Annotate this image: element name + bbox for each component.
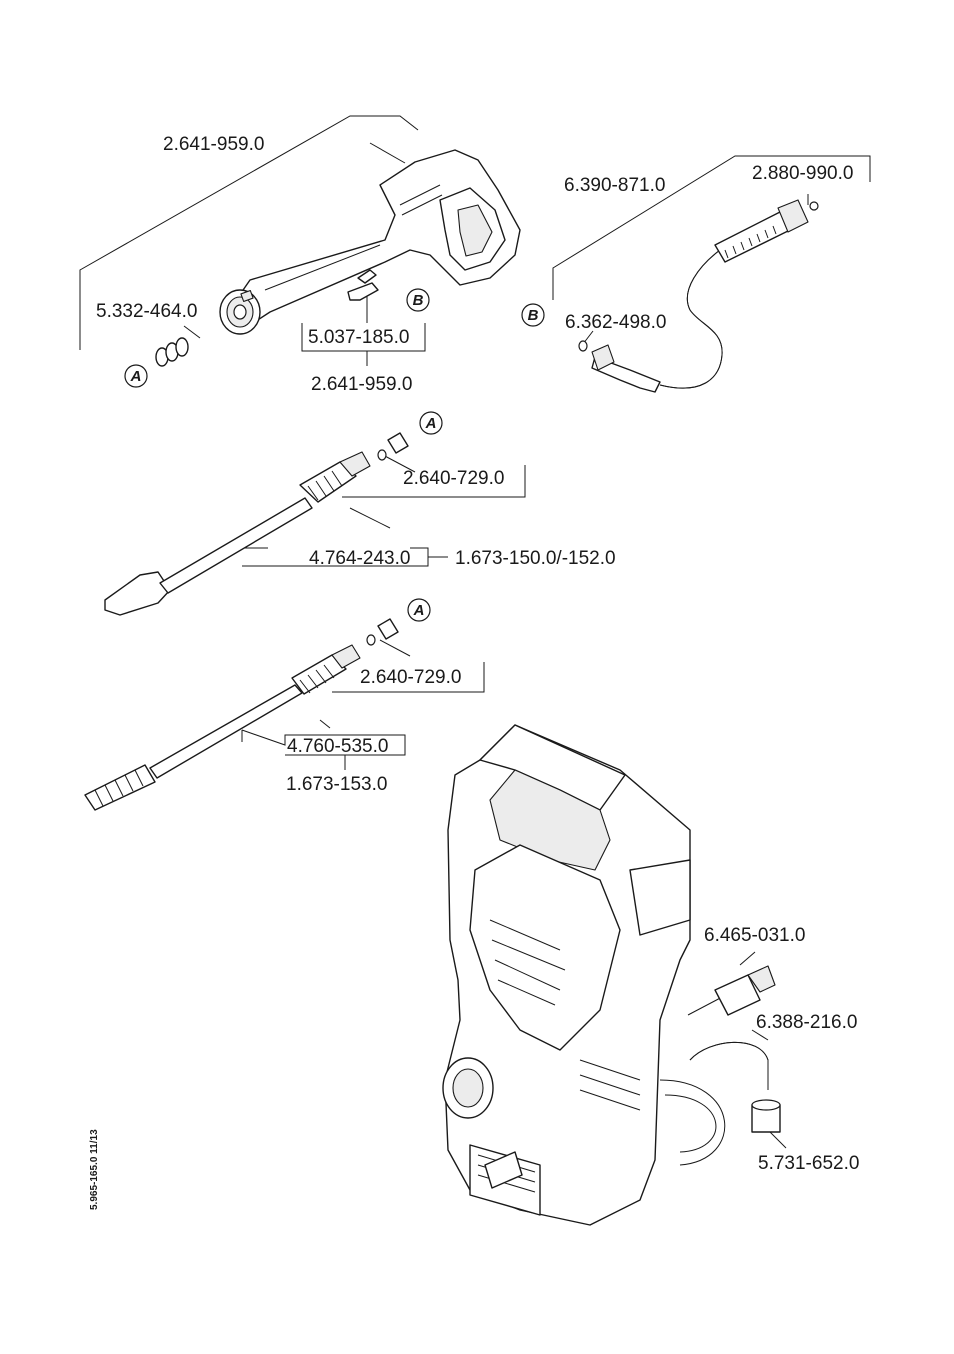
svg-text:A: A [413, 602, 425, 619]
label-gun-kit: 2.641-959.0 [311, 374, 412, 395]
label-lance-dirtblaster-alt: 1.673-150.0/-152.0 [455, 548, 616, 569]
label-nozzle-set-1: 2.640-729.0 [403, 468, 504, 489]
marker-a-2: A [419, 411, 443, 435]
document-code: 5.965-165.0 11/13 [89, 1129, 100, 1210]
marker-a-3: A [407, 598, 431, 622]
label-lance-dirtblaster: 4.764-243.0 [309, 548, 410, 569]
label-suction-hose: 6.388-216.0 [756, 1012, 857, 1033]
label-lance-vario-alt: 1.673-153.0 [286, 774, 387, 795]
label-coupling: 6.465-031.0 [704, 925, 805, 946]
label-hose-fitting: 6.362-498.0 [565, 312, 666, 333]
hose-illustration [578, 199, 819, 393]
marker-a-1: A [124, 364, 148, 388]
marker-b-1: B [406, 288, 430, 312]
label-gun-assembly: 2.641-959.0 [163, 134, 264, 155]
marker-b-2: B [521, 303, 545, 327]
label-hose: 6.390-871.0 [564, 175, 665, 196]
svg-text:A: A [130, 368, 142, 385]
pressure-washer-illustration [442, 724, 726, 1226]
label-filter: 5.731-652.0 [758, 1153, 859, 1174]
trigger-gun-illustration [155, 149, 521, 367]
accessories-illustration [689, 965, 781, 1133]
label-nozzle-set-2: 2.640-729.0 [360, 667, 461, 688]
label-hose-oring: 2.880-990.0 [752, 163, 853, 184]
svg-text:B: B [413, 292, 424, 309]
lance-dirtblaster-illustration [104, 432, 409, 616]
svg-text:A: A [425, 415, 437, 432]
label-seal-rings: 5.332-464.0 [96, 301, 197, 322]
svg-text:B: B [528, 307, 539, 324]
label-lance-vario: 4.760-535.0 [287, 736, 388, 757]
label-clip: 5.037-185.0 [308, 327, 409, 348]
lance-vario-illustration [84, 618, 399, 811]
